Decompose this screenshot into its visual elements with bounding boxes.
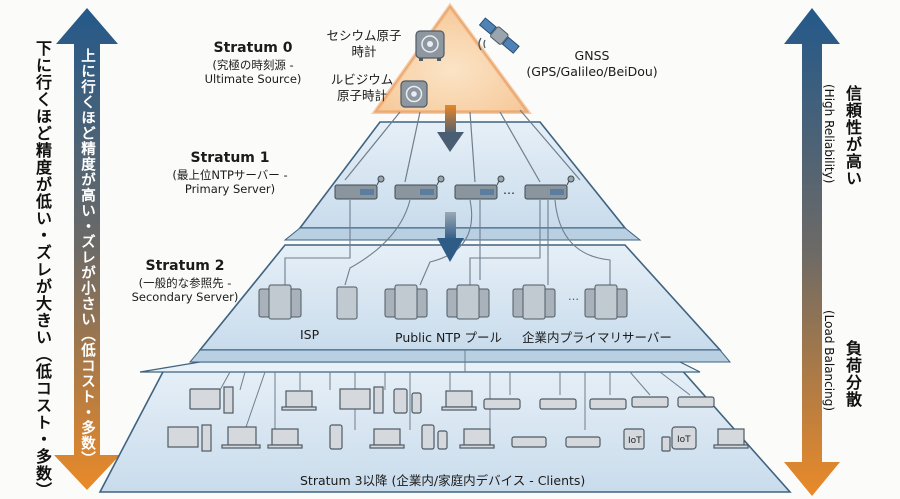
rubidium-label: ルビジウム 原子時計 bbox=[318, 72, 406, 103]
tablet-icon bbox=[421, 424, 435, 450]
stratum0-sub2: Ultimate Source) bbox=[204, 71, 302, 86]
right-top-label-en: (High Reliability) bbox=[822, 84, 836, 184]
rubidium-clock-icon bbox=[400, 80, 428, 108]
s2-s3-links bbox=[219, 350, 691, 431]
wifi-router-icon bbox=[483, 398, 521, 410]
right-top-label-jp: 信頼性が高い bbox=[843, 85, 862, 187]
right-bottom-label-en: (Load Balancing) bbox=[822, 310, 836, 411]
primary-server-icon bbox=[334, 175, 385, 200]
gnss-label: GNSS (GPS/Galileo/BeiDou) bbox=[522, 48, 662, 79]
cesium-label-line1: セシウム原子 bbox=[326, 28, 402, 43]
cesium-label: セシウム原子 時計 bbox=[318, 28, 410, 59]
right-reliability-arrow bbox=[784, 8, 840, 496]
stratum2-servers bbox=[255, 283, 635, 323]
primary-server-icon bbox=[524, 175, 575, 200]
laptop-icon bbox=[267, 428, 303, 449]
stratum1-ellipsis: … bbox=[503, 183, 515, 197]
laptop-icon bbox=[281, 390, 317, 411]
stratum2-group-isp: ISP bbox=[300, 327, 320, 342]
desktop-computer-icon bbox=[339, 386, 384, 414]
smartphone-icon bbox=[329, 424, 343, 450]
gnss-satellite-icon bbox=[478, 17, 520, 54]
wifi-router-icon bbox=[539, 398, 577, 410]
stratum1-sub2: Primary Server) bbox=[184, 181, 276, 196]
rubidium-label-line1: ルビジウム bbox=[330, 72, 394, 87]
stratum1-sub1: (最上位NTPサーバー - bbox=[172, 167, 288, 182]
iot-device-icon bbox=[661, 426, 697, 452]
smartphone-icon bbox=[411, 392, 422, 414]
laptop-icon bbox=[221, 426, 261, 449]
isp-server-icon bbox=[336, 286, 358, 320]
stratum3-caption: Stratum 3以降 (企業内/家庭内デバイス - Clients) bbox=[300, 473, 586, 488]
isp-server-cluster-icon bbox=[258, 284, 302, 320]
laptop-icon bbox=[441, 390, 477, 411]
cesium-label-line2: 時計 bbox=[351, 43, 377, 59]
stratum2-title: Stratum 2 bbox=[145, 258, 225, 274]
cesium-clock-icon bbox=[415, 30, 445, 61]
laptop-icon bbox=[369, 428, 405, 449]
flow-arrow-s1-s2 bbox=[437, 212, 464, 262]
right-bottom-label-jp: 負荷分散 bbox=[843, 340, 862, 408]
left-arrow-inside-label: 上に行くほど精度が高い・ズレが小さい（低コスト・多数） bbox=[79, 48, 95, 467]
public-ntp-server-cluster-icon bbox=[446, 284, 490, 320]
wifi-router-icon bbox=[511, 436, 547, 448]
laptop-icon bbox=[459, 428, 495, 449]
network-switch-icon bbox=[565, 436, 601, 448]
stratum3-devices: IoT IoT bbox=[150, 385, 750, 455]
s1-s2-links bbox=[284, 199, 611, 286]
stratum0-label: Stratum 0 (究極の時刻源 - Ultimate Source) bbox=[188, 40, 318, 86]
stratum2-group-public-ntp: Public NTP プール bbox=[395, 330, 502, 345]
gnss-label-line2: (GPS/Galileo/BeiDou) bbox=[526, 63, 658, 79]
stratum2-label: Stratum 2 (一般的な参照先 - Secondary Server) bbox=[115, 258, 255, 304]
stratum2-sub2: Secondary Server) bbox=[131, 289, 239, 304]
stratum1-label: Stratum 1 (最上位NTPサーバー - Primary Server) bbox=[160, 150, 300, 196]
left-precision-arrow bbox=[54, 8, 120, 490]
smartphone-icon bbox=[437, 430, 448, 450]
gnss-label-line1: GNSS bbox=[574, 48, 610, 63]
desktop-computer-icon bbox=[167, 424, 212, 452]
iot-label: IoT bbox=[628, 436, 642, 446]
stratum2-ellipsis: … bbox=[568, 290, 579, 303]
stratum2-group-enterprise: 企業内プライマリサーバー bbox=[522, 330, 672, 345]
stratum0-sub1: (究極の時刻源 - bbox=[212, 57, 294, 72]
stratum2-sub1: (一般的な参照先 - bbox=[138, 275, 232, 290]
laptop-icon bbox=[713, 428, 749, 449]
network-switch-icon bbox=[631, 396, 669, 408]
stratum1-layer bbox=[283, 121, 642, 241]
tablet-icon bbox=[393, 388, 408, 414]
s0-s1-links bbox=[344, 109, 581, 183]
stratum0-title: Stratum 0 bbox=[213, 40, 293, 56]
stratum1-servers bbox=[330, 175, 590, 205]
rubidium-label-line2: 原子時計 bbox=[336, 87, 387, 103]
wifi-router-icon bbox=[589, 398, 627, 410]
flow-arrow-s0-s1 bbox=[437, 105, 464, 152]
network-switch-icon bbox=[677, 396, 715, 408]
left-arrow-outside-label: 下に行くほど精度が低い・ズレが大きい（低コスト・多数） bbox=[33, 40, 52, 499]
public-ntp-server-cluster-icon bbox=[384, 284, 428, 320]
primary-server-icon bbox=[454, 175, 505, 200]
stratum1-title: Stratum 1 bbox=[190, 150, 270, 166]
enterprise-server-cluster-icon bbox=[512, 284, 556, 320]
iot-label: IoT bbox=[677, 435, 691, 445]
iot-chip-icon bbox=[623, 428, 645, 450]
primary-server-icon bbox=[394, 175, 445, 200]
desktop-computer-icon bbox=[189, 386, 234, 414]
enterprise-server-cluster-icon bbox=[584, 284, 628, 320]
